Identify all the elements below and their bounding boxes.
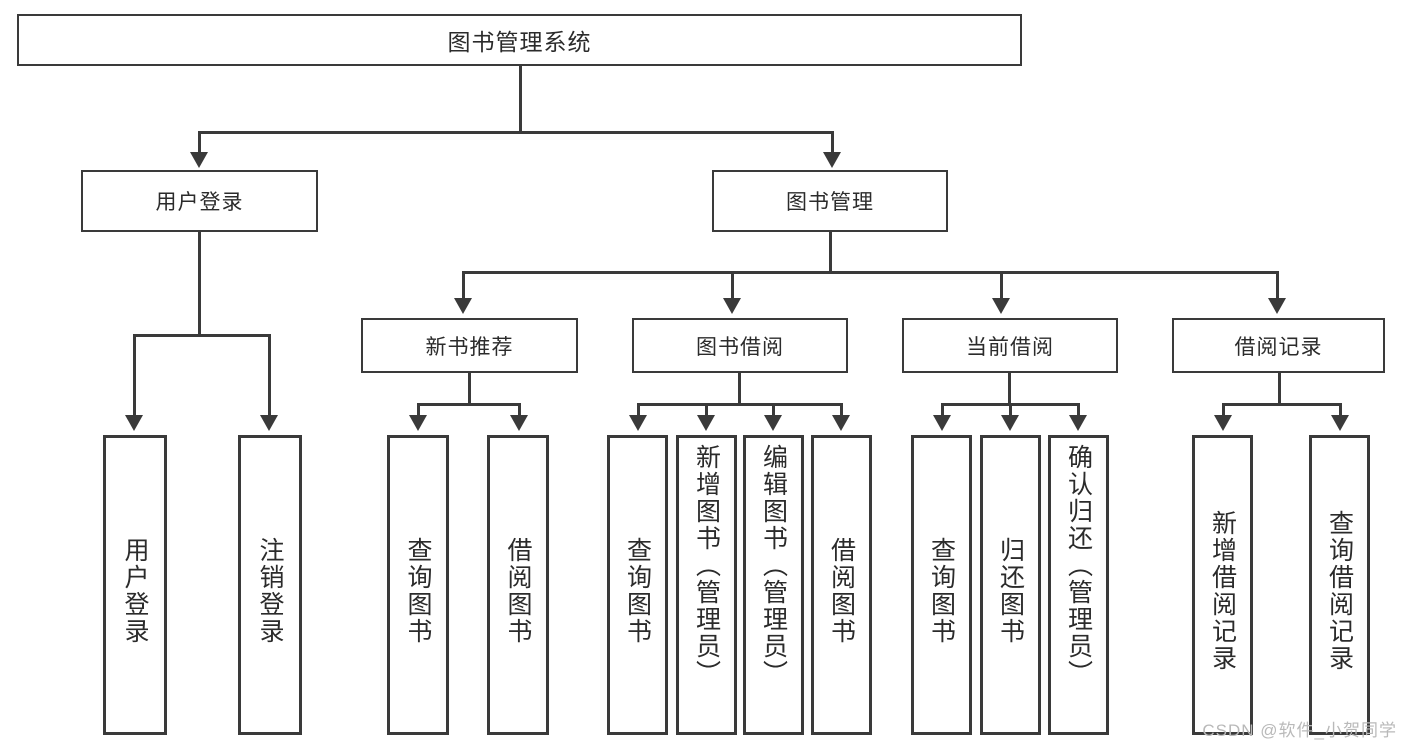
node-current-borrow[interactable]: 当前借阅 bbox=[902, 318, 1118, 373]
node-label: 借阅图书 bbox=[504, 537, 532, 645]
arrow-to-leaf-query-book-3 bbox=[933, 415, 951, 431]
connector-record-right bbox=[1339, 403, 1342, 415]
node-label: 确认归还（管理员） bbox=[1064, 444, 1093, 687]
connector-current-c3 bbox=[1077, 403, 1080, 415]
arrow-to-leaf-logout-login bbox=[260, 415, 278, 431]
node-leaf-logout-login[interactable]: 注销登录 bbox=[238, 435, 302, 735]
node-leaf-query-book-2[interactable]: 查询图书 bbox=[607, 435, 668, 735]
node-label: 图书借阅 bbox=[696, 335, 784, 359]
node-label: 用户登录 bbox=[121, 537, 149, 645]
node-label: 归还图书 bbox=[996, 537, 1025, 645]
arrow-to-book-borrow bbox=[723, 298, 741, 314]
arrow-to-leaf-add-record bbox=[1214, 415, 1232, 431]
node-label: 新书推荐 bbox=[425, 335, 514, 359]
connector-bookborrow-stem bbox=[738, 373, 741, 405]
connector-bm-to-recommend bbox=[462, 271, 465, 299]
node-leaf-edit-book[interactable]: 编辑图书（管理员） bbox=[743, 435, 804, 735]
node-leaf-borrow-book-2[interactable]: 借阅图书 bbox=[811, 435, 872, 735]
node-label: 编辑图书（管理员） bbox=[759, 444, 788, 687]
node-label: 查询图书 bbox=[927, 537, 956, 645]
node-user-login[interactable]: 用户登录 bbox=[81, 170, 318, 232]
connector-current-stem bbox=[1008, 373, 1011, 405]
node-leaf-query-book-1[interactable]: 查询图书 bbox=[387, 435, 449, 735]
connector-bm-to-borrow bbox=[731, 271, 734, 299]
node-label: 图书管理 bbox=[786, 191, 874, 214]
connector-user-login-right bbox=[268, 334, 271, 416]
connector-user-login-stem bbox=[198, 232, 201, 336]
arrow-to-leaf-query-book-1 bbox=[409, 415, 427, 431]
arrow-to-leaf-edit-book bbox=[764, 415, 782, 431]
node-label: 查询借阅记录 bbox=[1325, 510, 1354, 672]
watermark: CSDN @软件_小贺同学 bbox=[1202, 721, 1397, 740]
connector-bm-to-current bbox=[1000, 271, 1003, 299]
node-label: 新增图书（管理员） bbox=[692, 444, 721, 687]
connector-record-bus bbox=[1222, 403, 1342, 406]
arrow-to-leaf-borrow-book-2 bbox=[832, 415, 850, 431]
node-label: 新增借阅记录 bbox=[1208, 510, 1237, 672]
node-label: 当前借阅 bbox=[966, 335, 1054, 359]
node-label: 图书管理系统 bbox=[447, 29, 592, 55]
node-leaf-add-book[interactable]: 新增图书（管理员） bbox=[676, 435, 737, 735]
connector-current-c2 bbox=[1009, 403, 1012, 415]
connector-bookborrow-c4 bbox=[840, 403, 843, 415]
node-leaf-return-book[interactable]: 归还图书 bbox=[980, 435, 1041, 735]
connector-recommend-stem bbox=[468, 373, 471, 405]
connector-user-login-left bbox=[133, 334, 136, 416]
node-root-system[interactable]: 图书管理系统 bbox=[17, 14, 1022, 66]
node-leaf-add-record[interactable]: 新增借阅记录 bbox=[1192, 435, 1253, 735]
node-book-borrow[interactable]: 图书借阅 bbox=[632, 318, 848, 373]
connector-root-bus bbox=[198, 131, 834, 134]
connector-book-management-bus bbox=[462, 271, 1279, 274]
connector-bookborrow-c3 bbox=[772, 403, 775, 415]
connector-bookborrow-c2 bbox=[705, 403, 708, 415]
connector-current-c1 bbox=[941, 403, 944, 415]
node-label: 查询图书 bbox=[623, 537, 652, 645]
connector-user-login-bus bbox=[133, 334, 271, 337]
node-leaf-confirm-return[interactable]: 确认归还（管理员） bbox=[1048, 435, 1109, 735]
node-label: 用户登录 bbox=[155, 191, 244, 214]
connector-root-stem bbox=[519, 66, 522, 132]
connector-book-management-stem bbox=[829, 232, 832, 274]
node-label: 借阅记录 bbox=[1234, 335, 1323, 359]
arrow-to-user-login bbox=[190, 152, 208, 168]
node-leaf-borrow-book-1[interactable]: 借阅图书 bbox=[487, 435, 549, 735]
connector-root-to-book-management bbox=[831, 131, 834, 153]
connector-record-stem bbox=[1278, 373, 1281, 405]
arrow-to-new-book-recommend bbox=[454, 298, 472, 314]
node-new-book-recommend[interactable]: 新书推荐 bbox=[361, 318, 578, 373]
connector-record-left bbox=[1222, 403, 1225, 415]
node-leaf-query-book-3[interactable]: 查询图书 bbox=[911, 435, 972, 735]
node-leaf-query-record[interactable]: 查询借阅记录 bbox=[1309, 435, 1370, 735]
connector-recommend-bus bbox=[417, 403, 521, 406]
arrow-to-borrow-record bbox=[1268, 298, 1286, 314]
node-label: 查询图书 bbox=[404, 537, 432, 645]
arrow-to-leaf-query-book-2 bbox=[629, 415, 647, 431]
connector-root-to-user-login bbox=[198, 131, 201, 153]
arrow-to-leaf-return-book bbox=[1001, 415, 1019, 431]
connector-bookborrow-c1 bbox=[637, 403, 640, 415]
node-label: 借阅图书 bbox=[827, 537, 856, 645]
arrow-to-leaf-borrow-book-1 bbox=[510, 415, 528, 431]
arrow-to-current-borrow bbox=[992, 298, 1010, 314]
connector-bm-to-record bbox=[1276, 271, 1279, 299]
connector-recommend-right bbox=[518, 403, 521, 415]
arrow-to-leaf-query-record bbox=[1331, 415, 1349, 431]
node-leaf-user-login[interactable]: 用户登录 bbox=[103, 435, 167, 735]
connector-recommend-left bbox=[417, 403, 420, 415]
arrow-to-book-management bbox=[823, 152, 841, 168]
arrow-to-leaf-user-login bbox=[125, 415, 143, 431]
connector-bookborrow-bus bbox=[637, 403, 843, 406]
node-borrow-record[interactable]: 借阅记录 bbox=[1172, 318, 1385, 373]
node-label: 注销登录 bbox=[256, 537, 284, 645]
node-book-management[interactable]: 图书管理 bbox=[712, 170, 948, 232]
arrow-to-leaf-add-book bbox=[697, 415, 715, 431]
arrow-to-leaf-confirm-return bbox=[1069, 415, 1087, 431]
